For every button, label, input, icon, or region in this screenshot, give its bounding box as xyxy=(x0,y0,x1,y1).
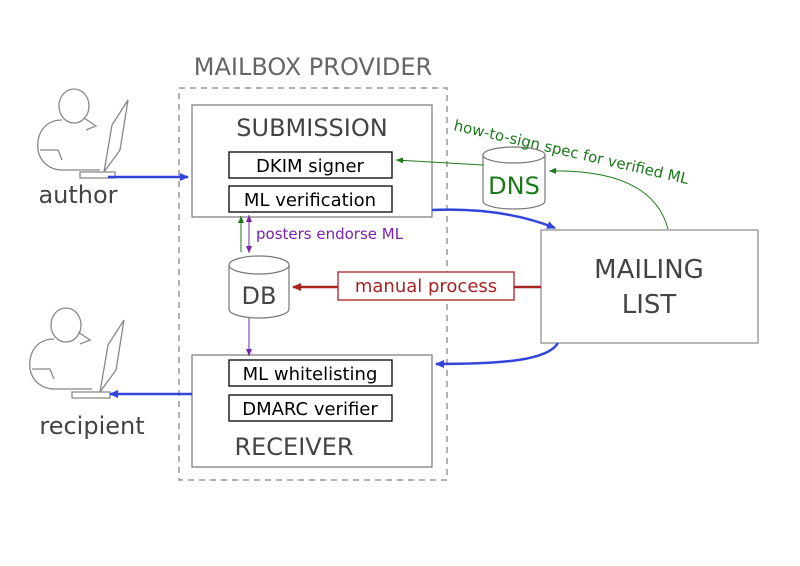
ml-whitelisting-label: ML whitelisting xyxy=(243,364,378,385)
ml-verification-label: ML verification xyxy=(244,190,376,211)
dns-cylinder xyxy=(482,146,546,210)
dkim-signer-box xyxy=(228,151,393,179)
recipient-label: recipient xyxy=(39,412,144,440)
mailing-list-to-receiver-arrow xyxy=(435,342,560,368)
mailing-list-line1: MAILING xyxy=(594,255,704,285)
manual-process-box xyxy=(337,271,515,301)
recipient-icon xyxy=(29,307,125,399)
mailing-list-line2: LIST xyxy=(622,290,677,320)
dns-to-dkim-arrow xyxy=(395,157,484,166)
dmarc-verifier-box xyxy=(228,394,393,422)
dkim-signer-label: DKIM signer xyxy=(256,156,365,177)
mailing-list-box xyxy=(540,229,759,344)
author-icon xyxy=(37,88,129,179)
posters-endorse-label: posters endorse ML xyxy=(256,225,404,243)
ml-whitelisting-box xyxy=(228,359,393,387)
submission-title: SUBMISSION xyxy=(236,114,387,142)
mailing-list-to-dns-arrow xyxy=(548,167,669,230)
db-label: DB xyxy=(242,282,277,310)
dmarc-verifier-label: DMARC verifier xyxy=(242,399,378,420)
db-cylinder xyxy=(228,255,290,319)
ml-verification-box xyxy=(228,185,393,213)
author-label: author xyxy=(38,181,117,209)
submission-to-mailing-list-arrow xyxy=(431,208,556,230)
receiver-title: RECEIVER xyxy=(234,433,353,461)
dns-label: DNS xyxy=(488,172,540,200)
mailbox-provider-title: MAILBOX PROVIDER xyxy=(194,53,432,81)
manual-process-label: manual process xyxy=(355,276,497,297)
